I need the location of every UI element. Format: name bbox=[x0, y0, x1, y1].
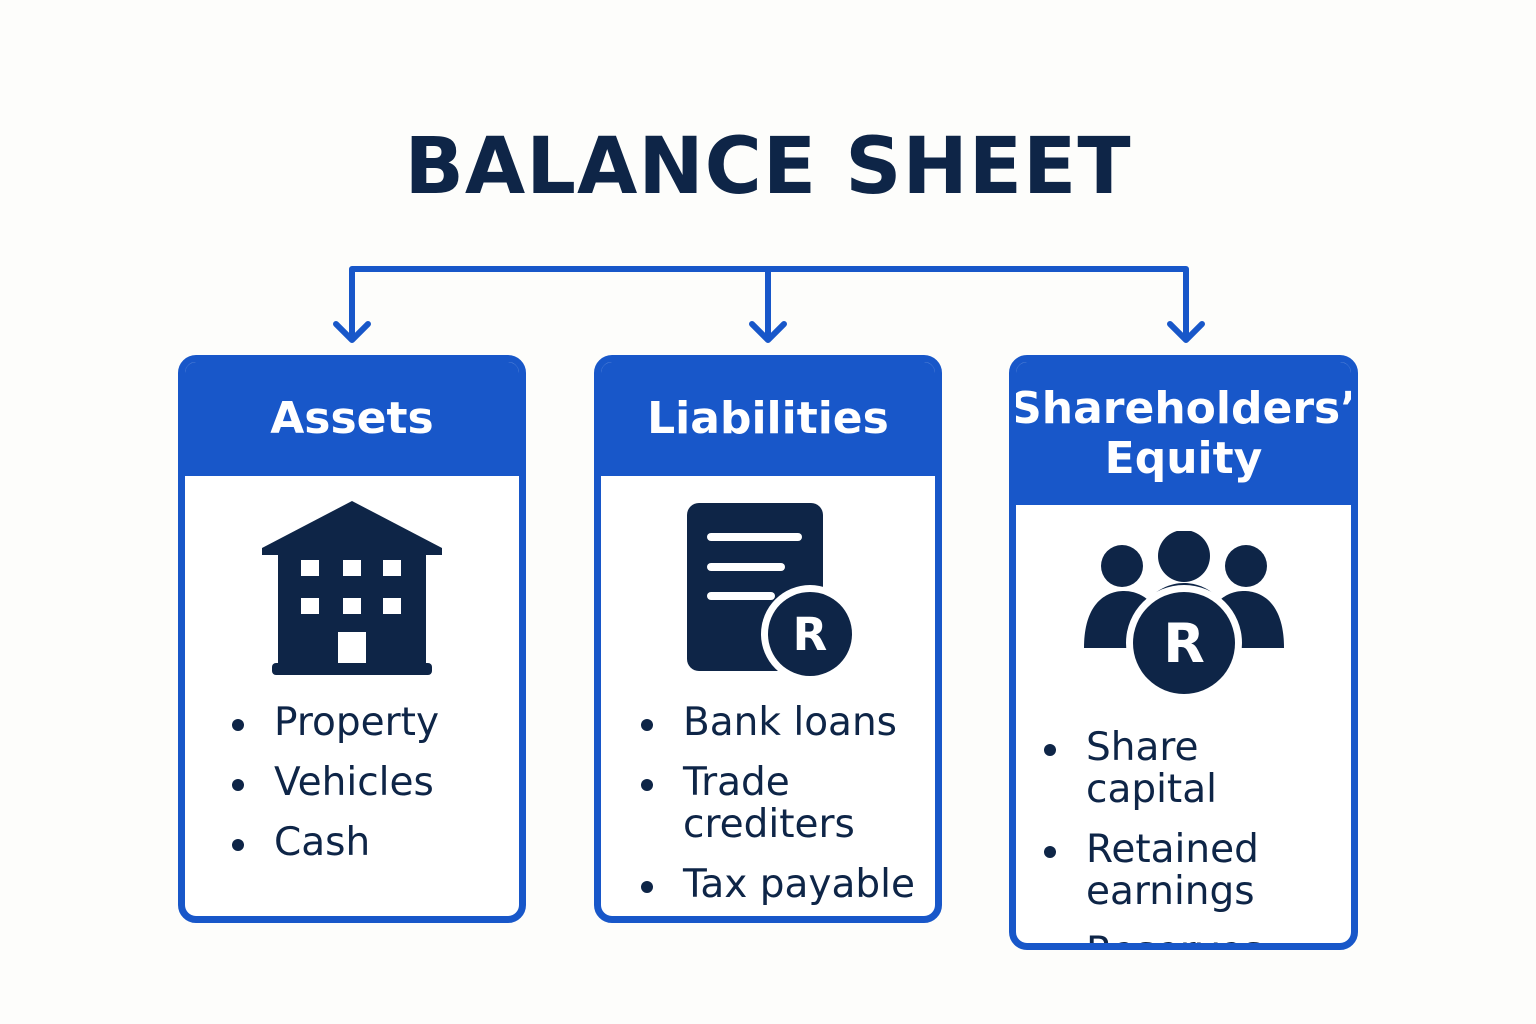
liabilities-card: Liabilities R Bank loans Trade crediters… bbox=[594, 355, 942, 923]
list-item: Property bbox=[232, 702, 519, 744]
equity-card: Shareholders’ Equity R Share capital Ret… bbox=[1009, 355, 1358, 950]
list-item: Trade crediters bbox=[641, 762, 935, 846]
liabilities-list: Bank loans Trade crediters Tax payable bbox=[601, 702, 935, 906]
building-icon bbox=[185, 476, 519, 702]
equity-heading: Shareholders’ Equity bbox=[1016, 362, 1351, 505]
list-item: Reserves bbox=[1044, 931, 1331, 944]
svg-text:R: R bbox=[793, 608, 828, 661]
shareholders-rand-icon: R bbox=[1016, 505, 1351, 727]
list-item: Retained earnings bbox=[1044, 829, 1331, 913]
assets-card: Assets Property Vehicles Cash bbox=[178, 355, 526, 923]
list-item: Vehicles bbox=[232, 762, 519, 804]
list-item: Share capital bbox=[1044, 727, 1331, 811]
document-rand-icon: R bbox=[601, 476, 935, 702]
assets-heading: Assets bbox=[185, 362, 519, 476]
list-item: Cash bbox=[232, 822, 519, 864]
svg-text:R: R bbox=[1163, 612, 1205, 675]
liabilities-heading: Liabilities bbox=[601, 362, 935, 476]
assets-list: Property Vehicles Cash bbox=[185, 702, 519, 864]
list-item: Tax payable bbox=[641, 864, 935, 906]
list-item: Bank loans bbox=[641, 702, 935, 744]
page-title: BALANCE SHEET bbox=[404, 122, 1132, 212]
equity-list: Share capital Retained earnings Reserves bbox=[1016, 727, 1351, 944]
